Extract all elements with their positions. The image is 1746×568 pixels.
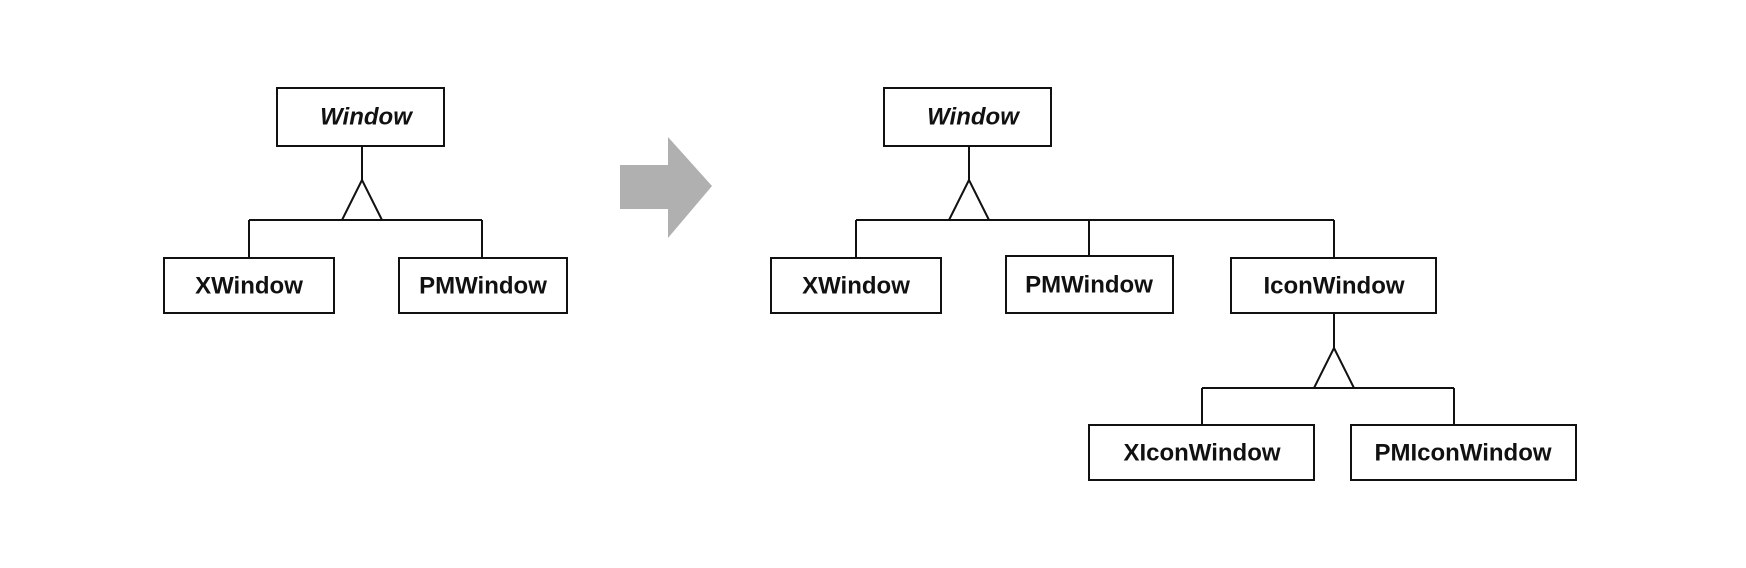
class-name-xiconwindow: XIconWindow [1123,440,1280,467]
class-box-xwindow: XWindow [163,257,335,314]
class-name-xwindow: XWindow [802,273,910,300]
class-name-iconwindow: IconWindow [1263,273,1404,300]
inheritance-iconwindow-to-children [1201,313,1455,425]
inheritance-window-to-children [855,146,1335,258]
inheritance-window-to-children [248,146,483,258]
class-box-xiconwindow: XIconWindow [1088,424,1315,481]
inheritance-triangle-icon [947,177,991,221]
class-name-pmiconwindow: PMIconWindow [1374,440,1551,467]
right-arrow-icon [620,137,712,238]
inheritance-triangle-icon [340,177,384,221]
class-box-xwindow: XWindow [770,257,942,314]
inheritance-triangle-icon [1312,345,1356,389]
class-name-window: Window [320,104,413,131]
class-name-window: Window [927,104,1020,131]
class-box-pmiconwindow: PMIconWindow [1350,424,1577,481]
class-box-pmwindow: PMWindow [398,257,568,314]
class-box-iconwindow: IconWindow [1230,257,1437,314]
diagram-after: Window XWindow PMWindow IconWindow XIcon… [770,87,1577,481]
class-box-window: Window [276,87,445,147]
diagram-before: Window XWindow PMWindow [163,87,568,314]
class-box-pmwindow: PMWindow [1005,255,1174,314]
class-name-xwindow: XWindow [195,273,303,300]
class-name-pmwindow: PMWindow [1025,272,1153,299]
class-box-window: Window [883,87,1052,147]
class-name-pmwindow: PMWindow [419,273,547,300]
